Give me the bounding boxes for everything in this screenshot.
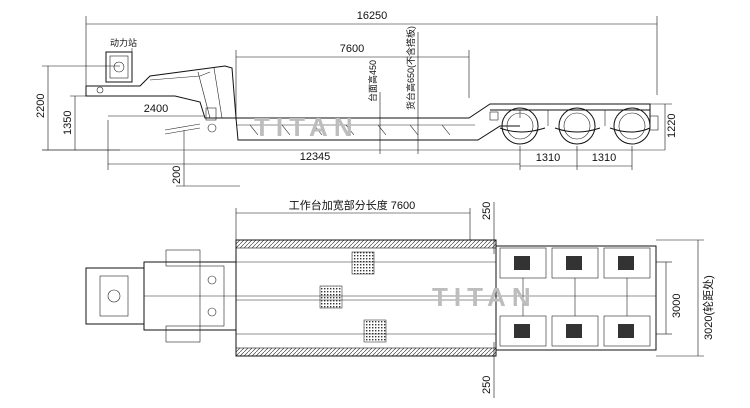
deck-top — [236, 103, 651, 124]
watermark-side: TITAN — [254, 112, 359, 142]
overall-length-label: 16250 — [357, 10, 388, 22]
height-fifth-wheel-label: 1350 — [62, 111, 74, 135]
rear-bogie — [495, 245, 657, 351]
deck-length-label: 7600 — [340, 43, 364, 55]
rear-height-label: 1220 — [666, 114, 678, 138]
axle-group — [499, 247, 651, 347]
gooseneck-top — [85, 267, 145, 325]
wheelbase-label: 12345 — [300, 151, 331, 163]
deck-ribs — [249, 124, 451, 136]
checker-plate — [351, 251, 375, 275]
axle-spacing-2-label: 1310 — [592, 152, 616, 164]
power-station-label: 动力站 — [110, 37, 137, 48]
gooseneck-upper — [86, 65, 237, 119]
watermark-top: TITAN — [432, 282, 537, 312]
power-station-box — [105, 51, 133, 83]
gooseneck-lower — [85, 86, 236, 119]
platform-length-label: 工作台加宽部分长度 7600 — [289, 198, 416, 212]
gooseneck-length-label: 2400 — [144, 103, 168, 115]
suspension-springs — [499, 110, 651, 133]
deck-height-label: 台面高450 — [367, 60, 378, 102]
width-label: 3000 — [671, 294, 683, 318]
side-view: 16250 7600 2200 1350 2400 动力站 — [35, 10, 678, 187]
checker-plate — [363, 319, 387, 343]
rear-wheels — [501, 107, 651, 145]
top-view: 工作台加宽部分长度 7600 250 — [85, 198, 715, 398]
bed-height-label: 货台高650(不含搭板) — [405, 26, 416, 110]
ground-clearance-label: 200 — [171, 166, 183, 184]
checker-plate — [319, 285, 343, 309]
bottom-margin-label: 250 — [481, 376, 493, 394]
deck-bottom — [235, 117, 520, 141]
axle-spacing-1-label: 1310 — [536, 152, 560, 164]
top-margin-label: 250 — [481, 202, 493, 220]
outer-width-label: 3020(轮距处) — [701, 275, 715, 340]
height-total-label: 2200 — [35, 94, 47, 118]
